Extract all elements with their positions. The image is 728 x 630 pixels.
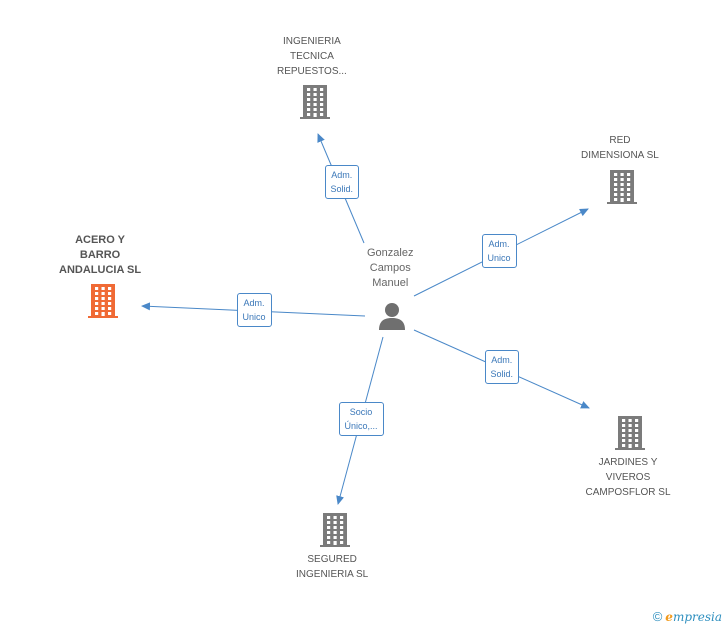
label-line: VIVEROS xyxy=(605,471,651,483)
footer-brand[interactable]: © empresia xyxy=(653,609,722,624)
label-line: TECNICA xyxy=(289,50,334,62)
copyright-symbol: © xyxy=(652,609,663,624)
label-line: Campos xyxy=(369,261,411,274)
label-line: INGENIERIA SL xyxy=(296,569,369,580)
label-line: INGENIERIA xyxy=(283,35,341,47)
label-line: REPUESTOS... xyxy=(277,65,347,77)
relation-label-ingenieria[interactable]: Adm. Solid. xyxy=(324,165,360,199)
label-line: Solid. xyxy=(330,184,354,194)
label-line: JARDINES Y xyxy=(598,456,658,468)
relation-label-red[interactable]: Adm. Unico xyxy=(481,234,517,268)
label-line: Adm. xyxy=(331,170,353,180)
label-line: ACERO Y xyxy=(75,233,125,246)
label-line: CAMPOSFLOR SL xyxy=(585,486,671,498)
company-name-acero[interactable]: ACERO Y BARRO ANDALUCIA SL xyxy=(59,233,141,278)
label-line: Adm. xyxy=(491,355,513,365)
label-line: Adm. xyxy=(488,239,510,249)
company-name-segured[interactable]: SEGURED INGENIERIA SL xyxy=(296,552,368,582)
label-line: Único,... xyxy=(344,421,378,431)
label-line: Adm. xyxy=(243,298,265,308)
label-line: Unico xyxy=(242,312,266,322)
empresia-logo: empresia xyxy=(665,609,722,624)
label-line: Gonzalez xyxy=(367,246,414,259)
company-name-red[interactable]: RED DIMENSIONA SL xyxy=(581,133,659,163)
label-line: SEGURED xyxy=(307,554,357,565)
label-line: BARRO xyxy=(79,248,121,261)
company-name-jardines[interactable]: JARDINES Y VIVEROS CAMPOSFLOR SL xyxy=(586,455,671,500)
building-icon[interactable] xyxy=(320,513,350,552)
label-line: Unico xyxy=(487,253,511,263)
label-line: Solid. xyxy=(490,369,514,379)
company-name-ingenieria[interactable]: INGENIERIA TECNICA REPUESTOS... xyxy=(277,34,347,79)
building-icon[interactable] xyxy=(88,284,118,323)
building-icon[interactable] xyxy=(607,170,637,209)
building-icon[interactable] xyxy=(300,85,330,124)
building-icon[interactable] xyxy=(615,416,645,455)
label-line: DIMENSIONA SL xyxy=(581,150,659,161)
label-line: Socio xyxy=(349,407,373,417)
label-line: ANDALUCIA SL xyxy=(59,263,142,276)
relation-label-acero[interactable]: Adm. Unico xyxy=(236,293,272,327)
relation-label-jardines[interactable]: Adm. Solid. xyxy=(484,350,520,384)
label-line: Manuel xyxy=(372,276,409,289)
person-icon[interactable] xyxy=(377,301,407,336)
label-line: RED xyxy=(609,135,631,146)
